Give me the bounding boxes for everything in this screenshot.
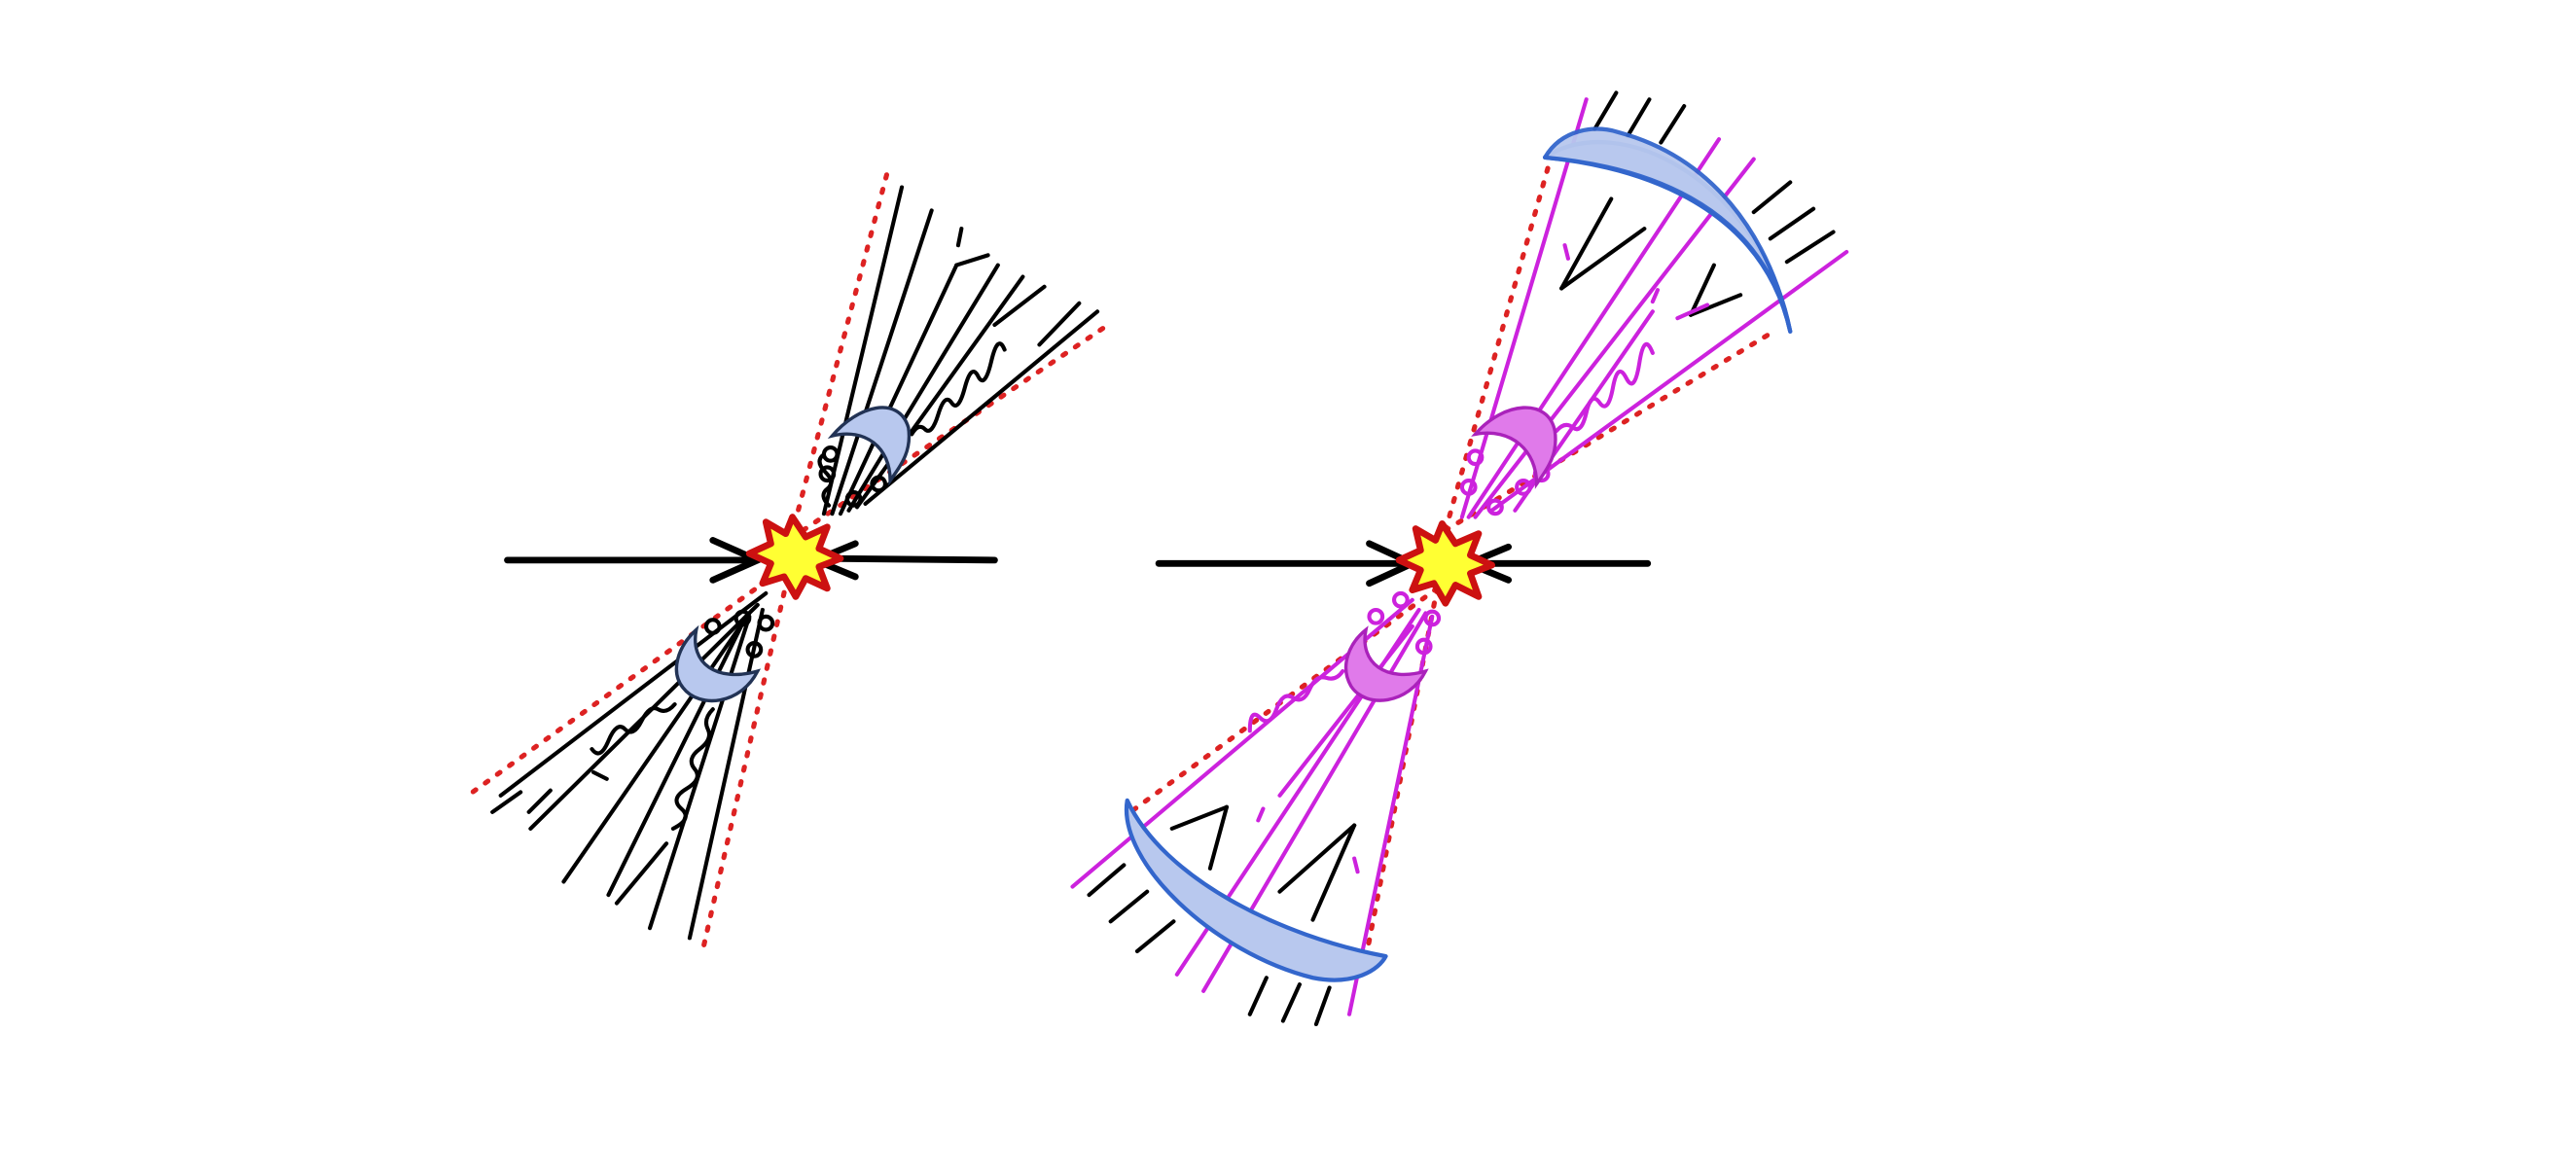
right-jet-cone-upper	[1443, 146, 1776, 533]
right-lower-splash	[1343, 625, 1429, 702]
left-upper-jet-tracks	[817, 185, 1100, 516]
right-collision-star	[1395, 519, 1495, 607]
left-upper-splash	[827, 406, 912, 486]
right-upper-detector-body	[1542, 126, 1793, 334]
right-event-panel	[1070, 90, 1849, 1026]
left-beam-lines	[504, 537, 998, 584]
right-lower-detector-body	[1124, 798, 1388, 982]
left-jet-cone-upper	[788, 171, 1109, 542]
left-collision-star	[745, 514, 844, 600]
left-lower-splash	[674, 624, 762, 703]
left-event-panel	[470, 171, 1109, 952]
right-upper-splash	[1471, 406, 1557, 489]
right-upper-jet-tracks	[1459, 97, 1849, 519]
left-lower-jet-tracks	[490, 590, 775, 941]
left-jet-cone-lower	[470, 560, 794, 952]
right-outer-hits	[1087, 90, 1836, 1026]
